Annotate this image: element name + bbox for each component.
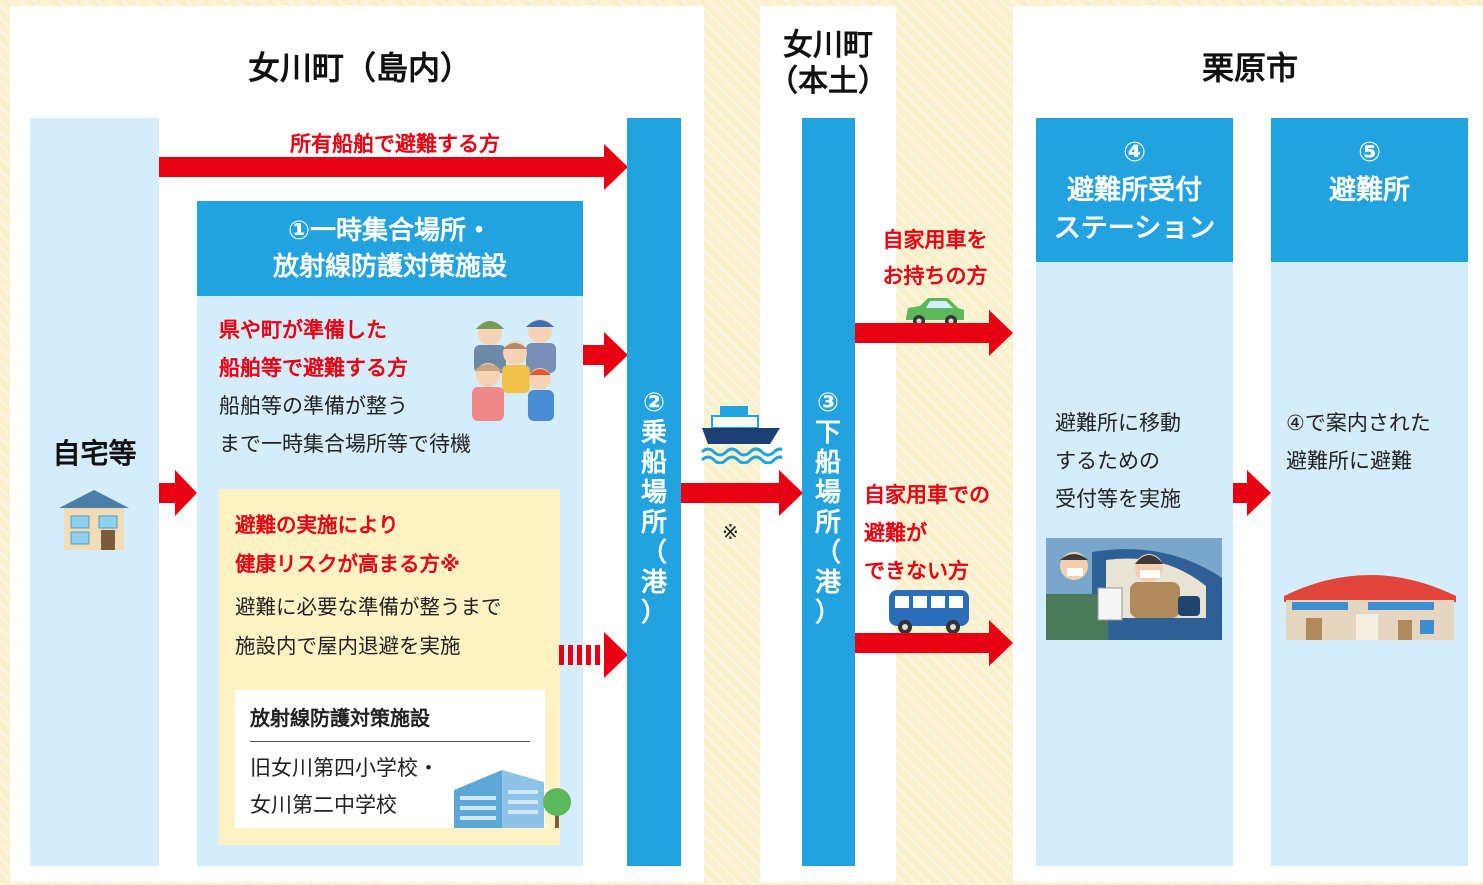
boarding-port-char: ） [640, 598, 667, 628]
reception-car-icon [1046, 538, 1222, 640]
route-label-no-car: 自家用車での 避難が できない方 [864, 476, 1014, 590]
boarding-port-label: ② 乗 船 場 所 （ 港 ） [639, 388, 669, 628]
landing-port-num: ③ [816, 388, 839, 418]
shelter-description-line: ④で案内された [1286, 411, 1431, 435]
boarding-port-char: 場 [640, 478, 667, 508]
landing-port-label: ③ 下 船 場 所 （ 港 ） [813, 388, 843, 628]
prepared-boat-text: 県や町が準備した 船舶等で避難する方 船舶等の準備が整う まで一時集合場所等で待… [219, 311, 479, 463]
arrow-crossing [681, 470, 803, 516]
facility-divider [250, 741, 530, 742]
station-description-line: 避難所に移動 [1055, 411, 1181, 435]
station-description-line: するための [1055, 449, 1160, 473]
arrow-own-car [855, 310, 1013, 356]
health-risk-line: 避難の実施により [235, 513, 399, 537]
shelter-in-place-line: 避難に必要な準備が整うまで [235, 595, 502, 619]
health-risk-text: 避難の実施により 健康リスクが高まる方※ 避難に必要な準備が整うまで 施設内で屋… [235, 506, 555, 666]
assembly-header-line: 放射線防護対策施設 [272, 252, 507, 282]
arrow-home-to-assembly [159, 470, 197, 516]
route-label-no-car-line: できない方 [864, 559, 969, 583]
route-label-own-boat: 所有船舶で避難する方 [290, 132, 500, 156]
wait-line: まで一時集合場所等で待機 [219, 432, 471, 456]
landing-port-char: 所 [814, 508, 841, 538]
shelter-title: 避難所 [1329, 175, 1410, 206]
station-header: ④ 避難所受付 ステーション [1036, 118, 1233, 262]
wait-line: 船舶等の準備が整う [219, 394, 408, 418]
landing-port-char: 港 [814, 568, 841, 598]
arrow-station-to-shelter [1233, 470, 1271, 516]
boarding-port-char: 船 [640, 448, 667, 478]
landing-port-bar [802, 118, 855, 866]
route-label-no-car-line: 避難が [864, 521, 927, 545]
region-title-onagawa-island: 女川町（島内） [247, 49, 472, 87]
crossing-note-mark: ※ [722, 520, 739, 544]
house-icon [59, 490, 129, 550]
home-label: 自宅等 [52, 437, 137, 470]
boarding-port-char: 港 [640, 568, 667, 598]
route-label-no-car-line: 自家用車での [864, 483, 990, 507]
region-title-line: （本土） [768, 64, 888, 99]
boarding-port-bar [627, 118, 681, 866]
station-description: 避難所に移動 するための 受付等を実施 [1055, 404, 1225, 518]
shelter-description-line: 避難所に避難 [1286, 449, 1412, 473]
route-label-own-car-line: 自家用車を [882, 228, 988, 252]
station-title-line: ステーション [1053, 213, 1216, 244]
boarding-port-char: 乗 [640, 418, 667, 448]
facility-title: 放射線防護対策施設 [250, 706, 430, 730]
shelter-header: ⑤ 避難所 [1271, 118, 1468, 262]
facility-name-line: 旧女川第四小学校・ [250, 756, 439, 780]
health-risk-line: 健康リスクが高まる方※ [235, 552, 460, 576]
station-title-line: 避難所受付 [1067, 175, 1202, 206]
boarding-port-num: ② [642, 388, 665, 418]
landing-port-char: 下 [814, 418, 841, 448]
bus-icon [889, 590, 969, 634]
assembly-header-line: ①一時集合場所・ [287, 216, 492, 246]
shelter-gym-icon [1284, 575, 1456, 640]
landing-port-char: 場 [814, 478, 841, 508]
landing-port-char: 船 [814, 448, 841, 478]
shelter-number: ⑤ [1358, 137, 1381, 168]
arrow-no-car [855, 620, 1013, 666]
landing-port-char: （ [814, 538, 841, 568]
arrow-dashed-to-port [559, 632, 628, 678]
station-number: ④ [1123, 137, 1146, 168]
school-building-icon [454, 770, 571, 828]
route-label-own-car-line: お持ちの方 [882, 264, 988, 288]
route-label-own-car: 自家用車を お持ちの方 [860, 222, 1010, 294]
region-title-line: 女川町 [783, 28, 873, 63]
arrow-assembly-to-port [583, 332, 628, 378]
station-description-line: 受付等を実施 [1055, 487, 1181, 511]
boarding-port-char: 所 [640, 508, 667, 538]
people-icon [472, 319, 556, 421]
facility-name-line: 女川第二中学校 [250, 793, 397, 817]
landing-port-char: ） [814, 598, 841, 628]
region-title-kurihara: 栗原市 [1201, 49, 1298, 87]
shelter-description: ④で案内された 避難所に避難 [1286, 404, 1466, 480]
arrow-own-boat [159, 144, 628, 190]
ship-icon [700, 406, 782, 464]
prepared-boat-line: 県や町が準備した [219, 318, 387, 342]
region-title-onagawa-mainland: 女川町 （本土） [760, 28, 896, 100]
boarding-port-char: （ [640, 538, 667, 568]
assembly-header: ①一時集合場所・ 放射線防護対策施設 [197, 201, 583, 296]
prepared-boat-line: 船舶等で避難する方 [219, 356, 408, 380]
facility-names: 旧女川第四小学校・ 女川第二中学校 [250, 750, 439, 824]
shelter-in-place-line: 施設内で屋内退避を実施 [235, 634, 461, 658]
